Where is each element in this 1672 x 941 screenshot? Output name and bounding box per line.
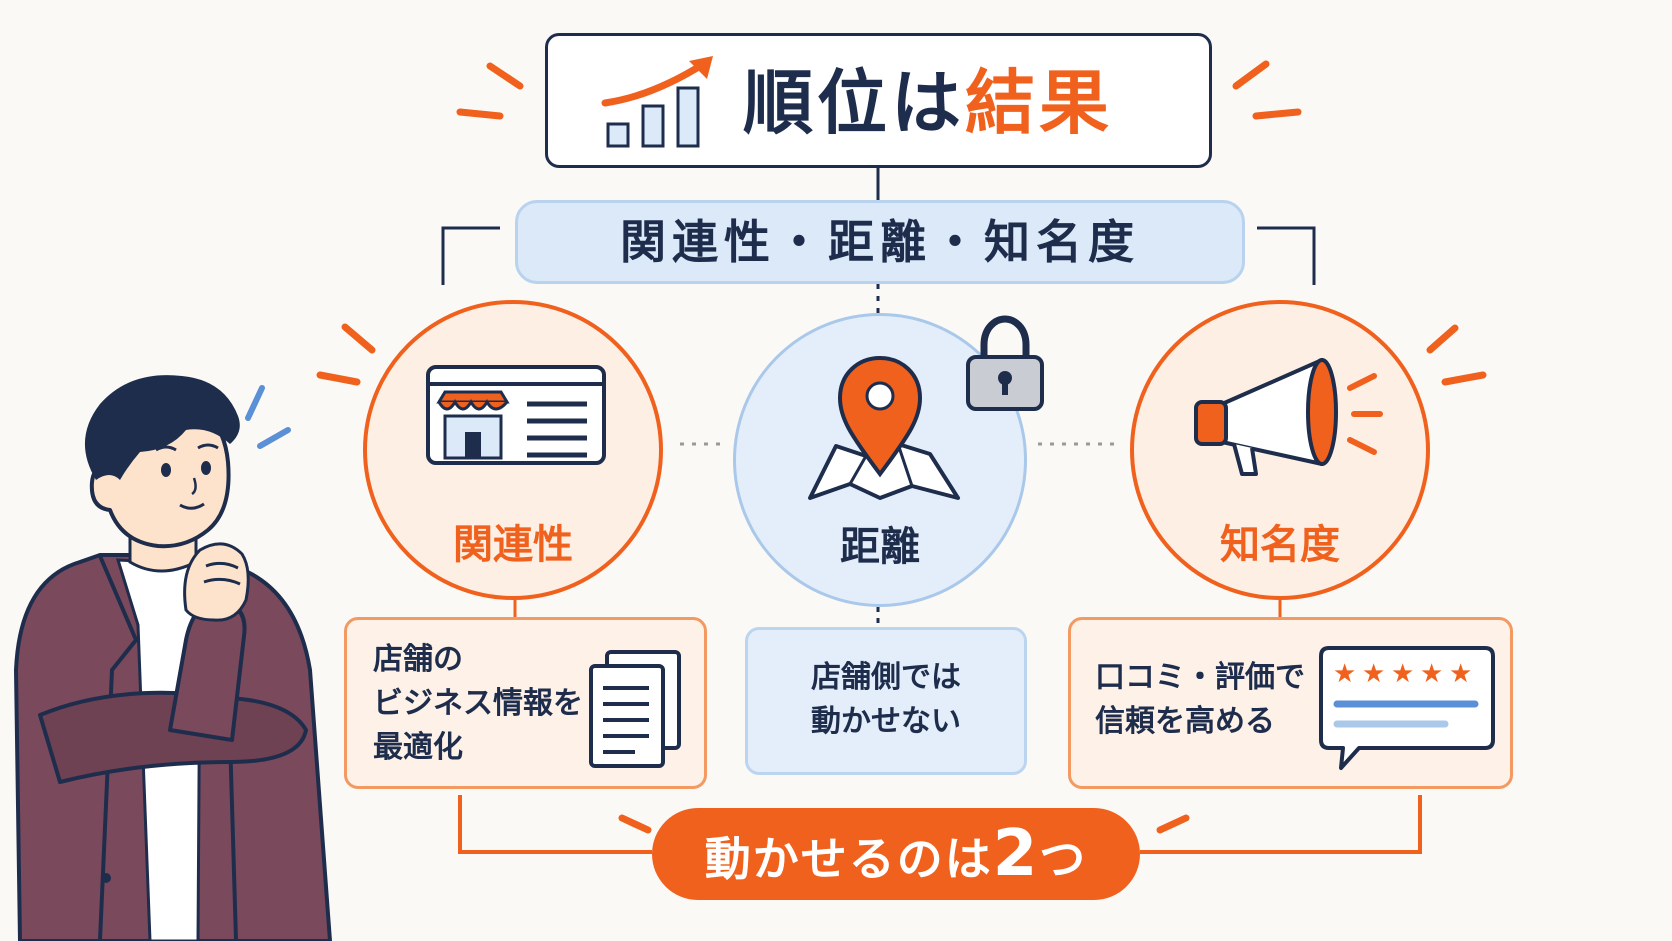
title-part-rank: 順位は	[743, 62, 965, 144]
distance-card: 店舗側では 動かせない	[745, 627, 1027, 775]
svg-text:★: ★	[1391, 659, 1414, 689]
relevance-description-line: ビジネス情報を	[373, 686, 583, 721]
distance-label: 距離	[840, 524, 920, 570]
svg-text:★: ★	[1333, 659, 1356, 689]
relevance-card: 店舗の ビジネス情報を 最適化	[344, 617, 707, 789]
awareness-card: 口コミ・評価で 信頼を高める ★ ★ ★ ★ ★	[1068, 617, 1513, 789]
page-title: 順位は結果	[743, 58, 1113, 148]
review-stars-icon: ★ ★ ★ ★ ★	[1319, 646, 1495, 770]
distance-description: 店舗側では 動かせない	[748, 656, 1024, 744]
awareness-description-line: 口コミ・評価で	[1095, 660, 1305, 695]
relevance-description-line: 店舗の	[373, 642, 463, 677]
title-box: 順位は結果	[545, 33, 1212, 168]
awareness-description-line: 信頼を高める	[1095, 704, 1275, 739]
title-part-result: 結果	[965, 62, 1113, 144]
svg-text:★: ★	[1420, 659, 1443, 689]
map-pin-icon	[808, 356, 960, 500]
distance-description-line: 動かせない	[811, 704, 961, 739]
factors-banner: 関連性・距離・知名度	[515, 200, 1245, 284]
awareness-circle: 知名度	[1130, 300, 1430, 600]
conclusion-text: 動かせるのは	[704, 832, 993, 886]
awareness-label: 知名度	[1220, 522, 1340, 568]
document-icon	[589, 650, 681, 768]
awareness-description: 口コミ・評価で 信頼を高める	[1095, 656, 1305, 744]
growth-chart-icon	[601, 56, 713, 148]
svg-text:★: ★	[1449, 659, 1472, 689]
thinking-person-illustration	[14, 375, 332, 941]
conclusion-pill: 動かせるのは2つ	[652, 808, 1140, 900]
distance-description-line: 店舗側では	[811, 660, 961, 695]
storefront-icon	[426, 365, 606, 465]
relevance-circle: 関連性	[363, 300, 663, 600]
conclusion-suffix: つ	[1039, 832, 1088, 886]
relevance-label: 関連性	[453, 522, 573, 568]
lock-icon	[966, 315, 1044, 411]
relevance-description-line: 最適化	[373, 730, 463, 765]
svg-text:★: ★	[1362, 659, 1385, 689]
megaphone-icon	[1194, 358, 1383, 476]
relevance-description: 店舗の ビジネス情報を 最適化	[373, 638, 583, 770]
conclusion-number: 2	[992, 817, 1040, 891]
